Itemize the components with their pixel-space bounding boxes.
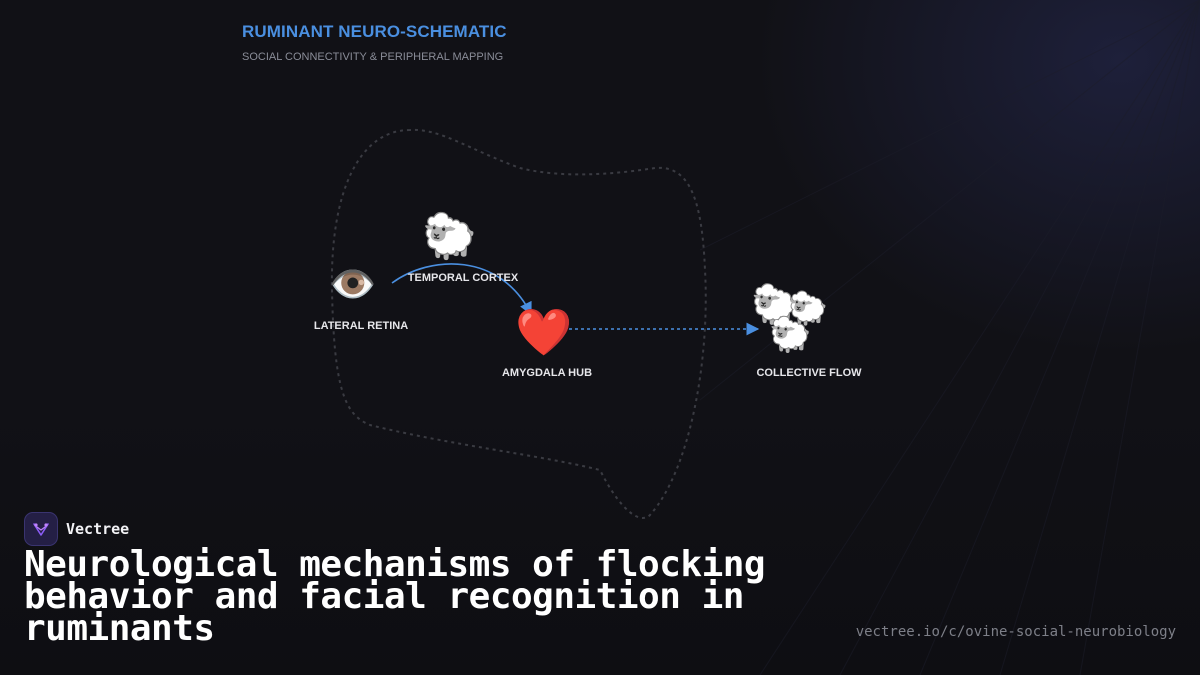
diagram-title: RUMINANT NEURO-SCHEMATIC [242,22,507,41]
brand: Vectree [24,512,129,546]
brain-outline [330,128,707,519]
node-label-amygdala-hub: AMYGDALA HUB [501,367,593,379]
diagram-subtitle: SOCIAL CONNECTIVITY & PERIPHERAL MAPPING [242,51,504,63]
node-label-temporal-cortex: TEMPORAL CORTEX [407,272,519,284]
vectree-logo-icon [24,512,58,546]
source-url[interactable]: vectree.io/c/ovine-social-neurobiology [855,624,1176,640]
brand-name: Vectree [66,520,130,538]
heart-icon: ❤️ [515,306,573,358]
sheep-flock-icon: 🐑 🐑 🐑 [748,282,828,362]
sheep-icon: 🐑 [422,212,477,261]
sheep-icon: 🐑 [769,316,812,354]
edge-retina-to-amygdala [391,263,532,316]
sheep-icon: 🐑 [788,290,828,326]
sheep-icon: 🐑 [751,284,799,326]
page-title: Neurological mechanisms of flocking beha… [24,544,766,649]
eye-icon: 👁️ [329,264,377,306]
node-label-lateral-retina: LATERAL RETINA [313,320,409,332]
node-label-collective-flow: COLLECTIVE FLOW [756,367,862,379]
